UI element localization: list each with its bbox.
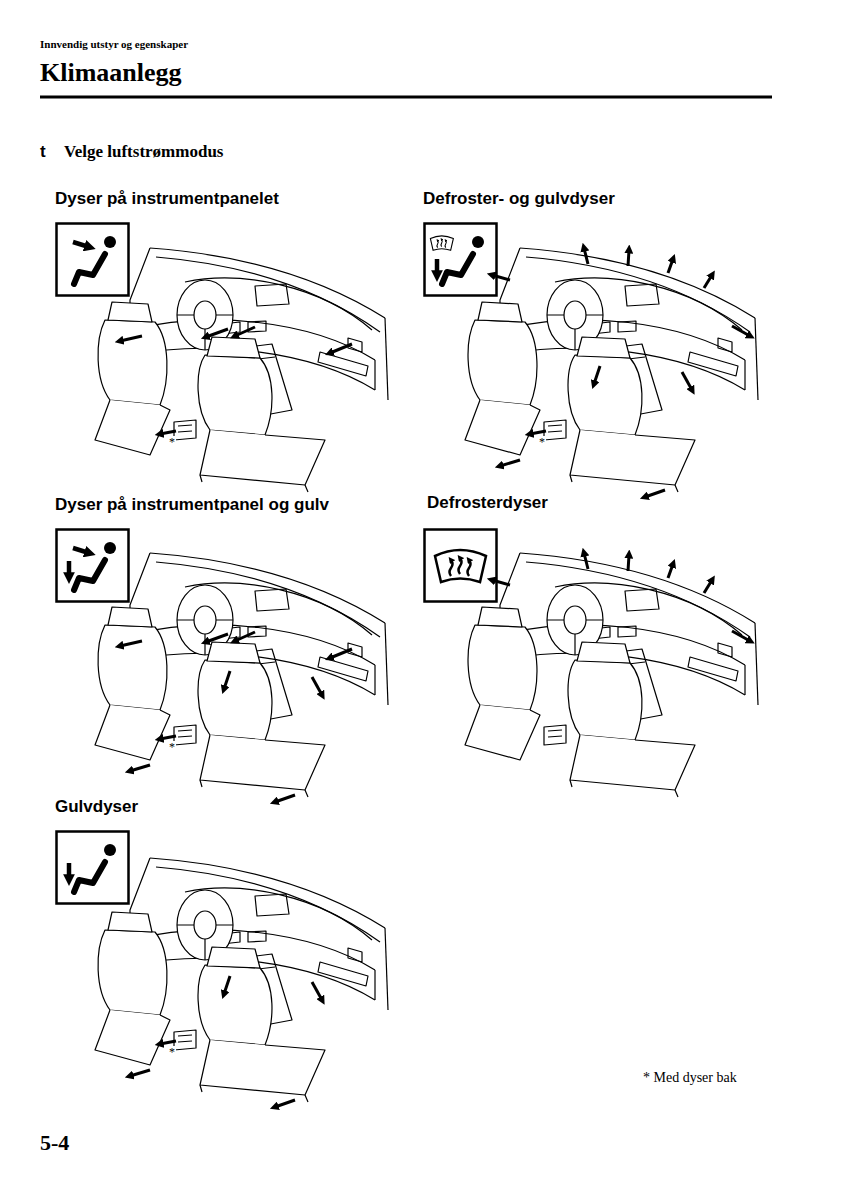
footnote-mark: * — [168, 741, 176, 755]
interior-illustration — [95, 248, 388, 492]
interior-illustration — [95, 553, 388, 802]
panel-title: Defrosterdyser — [427, 493, 548, 513]
panel-title: Defroster- og gulvdyser — [423, 189, 615, 209]
footnote: * Med dyser bak — [643, 1070, 737, 1086]
page-title: Klimaanlegg — [40, 58, 182, 88]
mode-icon — [425, 224, 497, 296]
mode-icon — [425, 530, 497, 602]
bullet-mark: t — [40, 142, 46, 162]
mode-icon — [57, 224, 129, 296]
interior-illustration — [465, 553, 758, 797]
footnote-mark: * — [168, 1046, 176, 1060]
panel-title: Gulvdyser — [55, 797, 138, 817]
panel-title: Dyser på instrumentpanel og gulv — [55, 495, 329, 515]
header-rule — [40, 96, 772, 99]
footnote-mark: * — [168, 436, 176, 450]
footnote-mark: * — [538, 436, 546, 450]
subheading: Velge luftstrømmodus — [64, 142, 223, 162]
interior-illustration — [465, 248, 758, 497]
mode-icon — [57, 832, 129, 904]
section-header: Innvendig utstyr og egenskaper — [40, 38, 188, 51]
page-number: 5-4 — [40, 1130, 69, 1155]
panel-title: Dyser på instrumentpanelet — [55, 189, 279, 209]
interior-illustration — [95, 858, 388, 1107]
mode-icon — [57, 530, 129, 602]
